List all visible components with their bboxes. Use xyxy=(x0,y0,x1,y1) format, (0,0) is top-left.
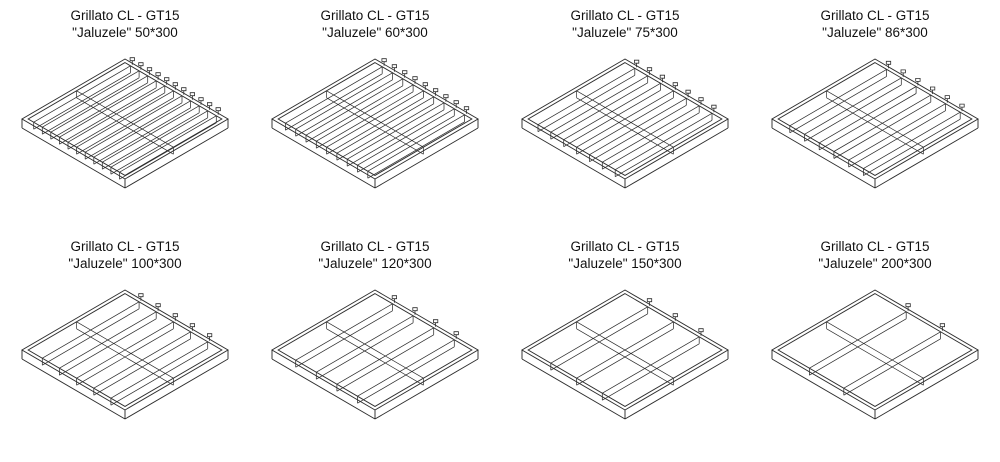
panel-subtitle: "Jaluzele" 120*300 xyxy=(318,256,432,271)
suspension-clip-icons xyxy=(138,293,213,341)
frame-outline xyxy=(271,58,479,189)
cross-runner-lines xyxy=(576,321,674,386)
panel-cell: Grillato CL - GT15 "Jaluzele" 120*300 xyxy=(250,231,500,462)
panel-subtitle: "Jaluzele" 200*300 xyxy=(818,256,932,271)
suspension-clip-icons xyxy=(646,298,704,336)
panel-cell: Grillato CL - GT15 "Jaluzele" 200*300 xyxy=(750,231,1000,462)
panel-cell: Grillato CL - GT15 "Jaluzele" 50*300 xyxy=(0,0,250,231)
louver-slat-lines xyxy=(537,67,713,178)
cross-runner-lines xyxy=(76,90,174,155)
panel-isometric-drawing xyxy=(521,289,729,420)
louver-slat-lines xyxy=(41,301,209,406)
cross-runner-lines xyxy=(76,321,174,386)
cross-runner-lines xyxy=(826,90,924,155)
suspension-clip-icons xyxy=(634,59,717,113)
panel-title: Grillato CL - GT15 xyxy=(320,239,430,254)
panel-isometric-drawing xyxy=(21,289,229,420)
panel-subtitle: "Jaluzele" 100*300 xyxy=(68,256,182,271)
frame-outline xyxy=(771,289,979,420)
panel-isometric-drawing xyxy=(21,57,229,189)
louver-slat-lines xyxy=(295,303,455,404)
panel-title: Grillato CL - GT15 xyxy=(820,239,930,254)
panel-title: Grillato CL - GT15 xyxy=(70,239,180,254)
frame-outline xyxy=(521,58,729,189)
louver-slat-lines xyxy=(33,65,217,180)
panel-isometric-drawing xyxy=(271,58,479,189)
panel-cell: Grillato CL - GT15 "Jaluzele" 75*300 xyxy=(500,0,750,231)
panel-title: Grillato CL - GT15 xyxy=(570,239,680,254)
frame-outline xyxy=(771,58,979,189)
panel-isometric-drawing xyxy=(521,58,729,189)
louver-slat-lines xyxy=(809,311,941,396)
cross-runner-lines xyxy=(826,321,924,386)
frame-outline xyxy=(21,289,229,420)
suspension-clip-icons xyxy=(129,57,221,115)
panel-title: Grillato CL - GT15 xyxy=(570,8,680,23)
panel-isometric-drawing xyxy=(771,289,979,420)
panel-subtitle: "Jaluzele" 60*300 xyxy=(322,25,428,40)
louver-slat-lines xyxy=(550,306,700,401)
panel-cell: Grillato CL - GT15 "Jaluzele" 150*300 xyxy=(500,231,750,462)
cross-runner-lines xyxy=(576,90,674,155)
panel-cell: Grillato CL - GT15 "Jaluzele" 60*300 xyxy=(250,0,500,231)
panel-subtitle: "Jaluzele" 86*300 xyxy=(822,25,928,40)
louver-slat-lines xyxy=(285,66,465,179)
panel-isometric-drawing xyxy=(271,289,479,420)
frame-outline xyxy=(521,289,729,420)
panel-subtitle: "Jaluzele" 75*300 xyxy=(572,25,678,40)
panel-cell: Grillato CL - GT15 "Jaluzele" 100*300 xyxy=(0,231,250,462)
suspension-clip-icons xyxy=(391,295,459,339)
frame-outline xyxy=(21,58,229,189)
panel-title: Grillato CL - GT15 xyxy=(320,8,430,23)
panel-cell: Grillato CL - GT15 "Jaluzele" 86*300 xyxy=(750,0,1000,231)
panel-subtitle: "Jaluzele" 150*300 xyxy=(568,256,682,271)
panel-subtitle: "Jaluzele" 50*300 xyxy=(72,25,178,40)
panel-title: Grillato CL - GT15 xyxy=(820,8,930,23)
suspension-clip-icons xyxy=(905,303,945,331)
panel-title: Grillato CL - GT15 xyxy=(70,8,180,23)
panel-isometric-drawing xyxy=(771,58,979,189)
suspension-clip-icons xyxy=(885,60,965,112)
suspension-clip-icons xyxy=(381,58,470,114)
cross-runner-lines xyxy=(326,321,424,386)
cross-runner-lines xyxy=(326,90,424,155)
frame-outline xyxy=(271,289,479,420)
louver-slat-lines xyxy=(789,69,961,176)
